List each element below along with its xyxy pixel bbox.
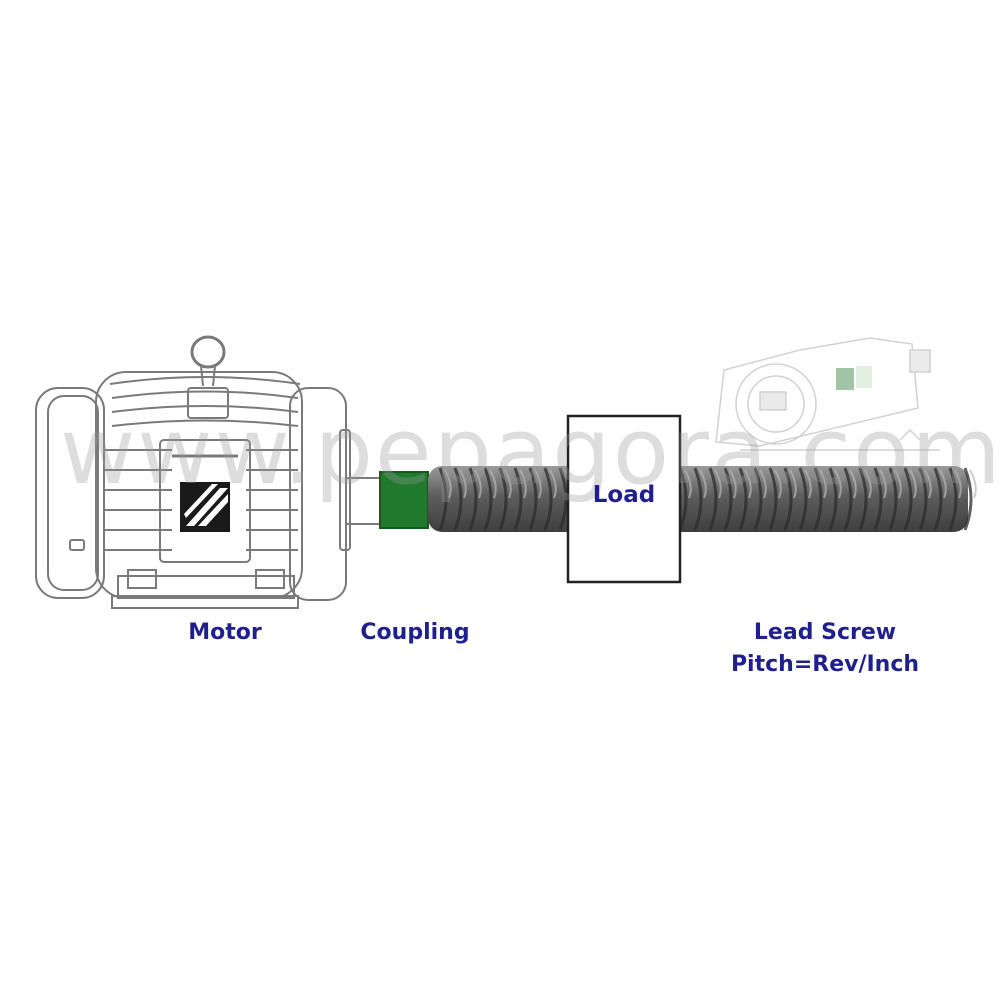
screw-thread-highlight xyxy=(924,469,932,499)
screw-thread-highlight xyxy=(759,469,767,499)
screw-thread xyxy=(948,467,958,531)
screw-thread-highlight xyxy=(699,469,707,499)
screw-thread-highlight xyxy=(969,469,977,499)
screw-thread-highlight xyxy=(894,469,902,499)
screw-thread xyxy=(468,467,478,531)
screw-thread xyxy=(513,467,523,531)
screw-thread xyxy=(438,467,448,531)
motor-label: Motor xyxy=(188,620,262,645)
screw-thread-highlight xyxy=(954,469,962,499)
screw-thread-highlight xyxy=(684,469,692,499)
screw-thread xyxy=(933,467,943,531)
load-label: Load xyxy=(592,482,656,508)
electric-motor-icon xyxy=(35,335,383,609)
screw-thread xyxy=(708,467,718,531)
screw-thread-highlight xyxy=(714,469,722,499)
screw-thread xyxy=(753,467,763,531)
pepagora-logo-icon xyxy=(180,482,230,532)
screw-thread xyxy=(723,467,733,531)
screw-thread xyxy=(828,467,838,531)
screw-thread-highlight xyxy=(459,469,467,499)
screw-thread xyxy=(783,467,793,531)
screw-thread-highlight xyxy=(819,469,827,499)
screw-thread xyxy=(738,467,748,531)
screw-thread xyxy=(543,467,553,531)
pitch-label: Pitch=Rev/Inch xyxy=(730,652,920,677)
screw-thread-highlight xyxy=(729,469,737,499)
screw-thread xyxy=(813,467,823,531)
screw-thread xyxy=(873,467,883,531)
lead-screw-label: Lead Screw xyxy=(753,620,897,645)
screw-thread-highlight xyxy=(909,469,917,499)
screw-thread xyxy=(888,467,898,531)
screw-thread xyxy=(918,467,928,531)
watermark-sketch xyxy=(715,337,940,451)
screw-thread-highlight xyxy=(804,469,812,499)
screw-thread xyxy=(528,467,538,531)
screw-thread xyxy=(453,467,463,531)
screw-thread-highlight xyxy=(774,469,782,499)
screw-thread-highlight xyxy=(534,469,542,499)
screw-thread xyxy=(963,467,973,531)
screw-thread-highlight xyxy=(789,469,797,499)
screw-thread-highlight xyxy=(879,469,887,499)
screw-thread-highlight xyxy=(864,469,872,499)
screw-thread xyxy=(858,467,868,531)
screw-thread-highlight xyxy=(444,469,452,499)
coupling-block xyxy=(379,471,429,529)
screw-thread xyxy=(678,467,688,531)
screw-thread xyxy=(798,467,808,531)
screw-thread-highlight xyxy=(744,469,752,499)
screw-thread xyxy=(768,467,778,531)
screw-thread-highlight xyxy=(549,469,557,499)
lead-screw-shaft xyxy=(428,466,977,532)
screw-thread-highlight xyxy=(939,469,947,499)
screw-thread-highlight xyxy=(519,469,527,499)
screw-thread xyxy=(903,467,913,531)
coupling-label: Coupling xyxy=(360,620,470,645)
screw-thread xyxy=(693,467,703,531)
screw-thread xyxy=(843,467,853,531)
screw-thread xyxy=(483,467,493,531)
screw-thread-highlight xyxy=(504,469,512,499)
screw-thread xyxy=(498,467,508,531)
screw-thread-highlight xyxy=(849,469,857,499)
screw-thread-highlight xyxy=(489,469,497,499)
screw-thread-highlight xyxy=(834,469,842,499)
screw-thread xyxy=(558,467,568,531)
screw-thread-highlight xyxy=(474,469,482,499)
load-block xyxy=(566,414,682,584)
